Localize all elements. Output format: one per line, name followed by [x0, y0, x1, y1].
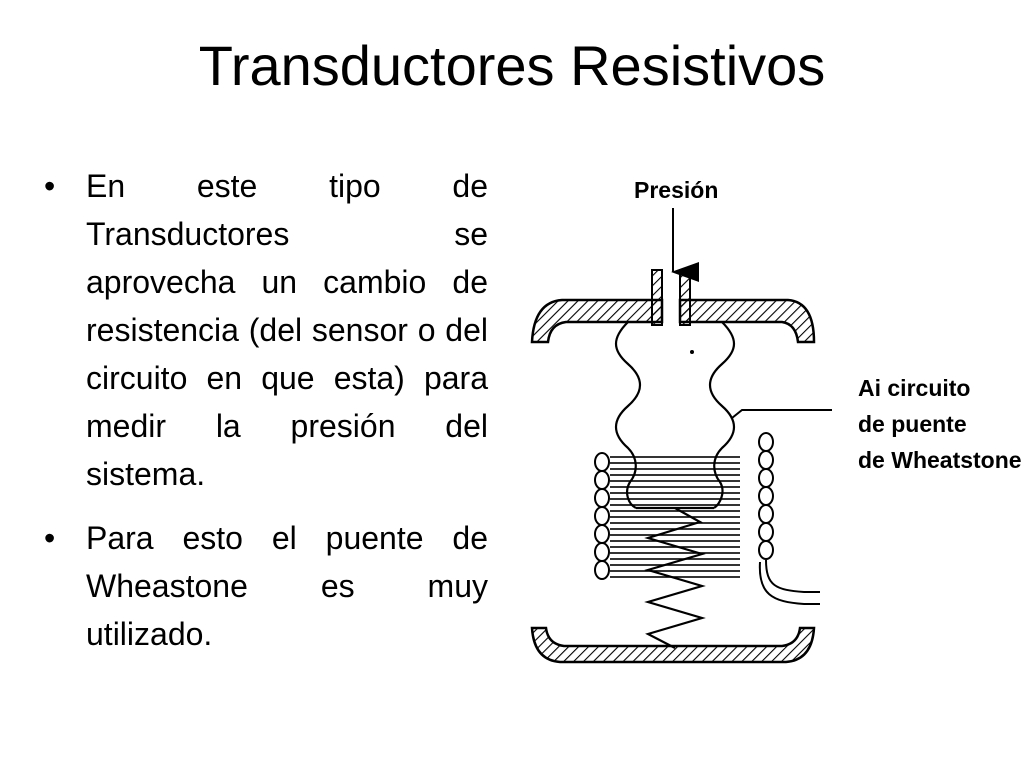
- spring: [644, 507, 706, 649]
- bullet-list: • En este tipo de Transductores se aprov…: [40, 162, 488, 674]
- lead-wires: [731, 409, 832, 605]
- slide-title: Transductores Resistivos: [198, 34, 826, 97]
- bottom-plate: [530, 626, 816, 664]
- pressure-label: Presión: [634, 177, 718, 203]
- circuit-label-line-1: Ai circuito: [858, 375, 970, 401]
- bullet-text: En este tipo de Transductores se aprovec…: [86, 168, 488, 492]
- bullet-item: • Para esto el puente de Wheastone es mu…: [40, 514, 488, 658]
- bullet-item: • En este tipo de Transductores se aprov…: [40, 162, 488, 498]
- bullet-text: Para esto el puente de Wheastone es muy …: [86, 520, 488, 652]
- inlet-tube: [651, 269, 691, 326]
- winding-core: [610, 456, 740, 580]
- left-coil: [594, 452, 610, 580]
- pressure-transducer-diagram: Presión: [530, 177, 1022, 664]
- right-coil: [758, 432, 774, 560]
- circuit-label-line-2: de puente: [858, 411, 967, 437]
- bullet-dot-icon: •: [44, 168, 56, 204]
- top-plate: [530, 298, 664, 344]
- bullet-dot-icon: •: [44, 520, 56, 556]
- top-plate: [678, 298, 816, 344]
- air-dot: [690, 350, 694, 354]
- circuit-label-line-3: de Wheatstone: [858, 447, 1022, 473]
